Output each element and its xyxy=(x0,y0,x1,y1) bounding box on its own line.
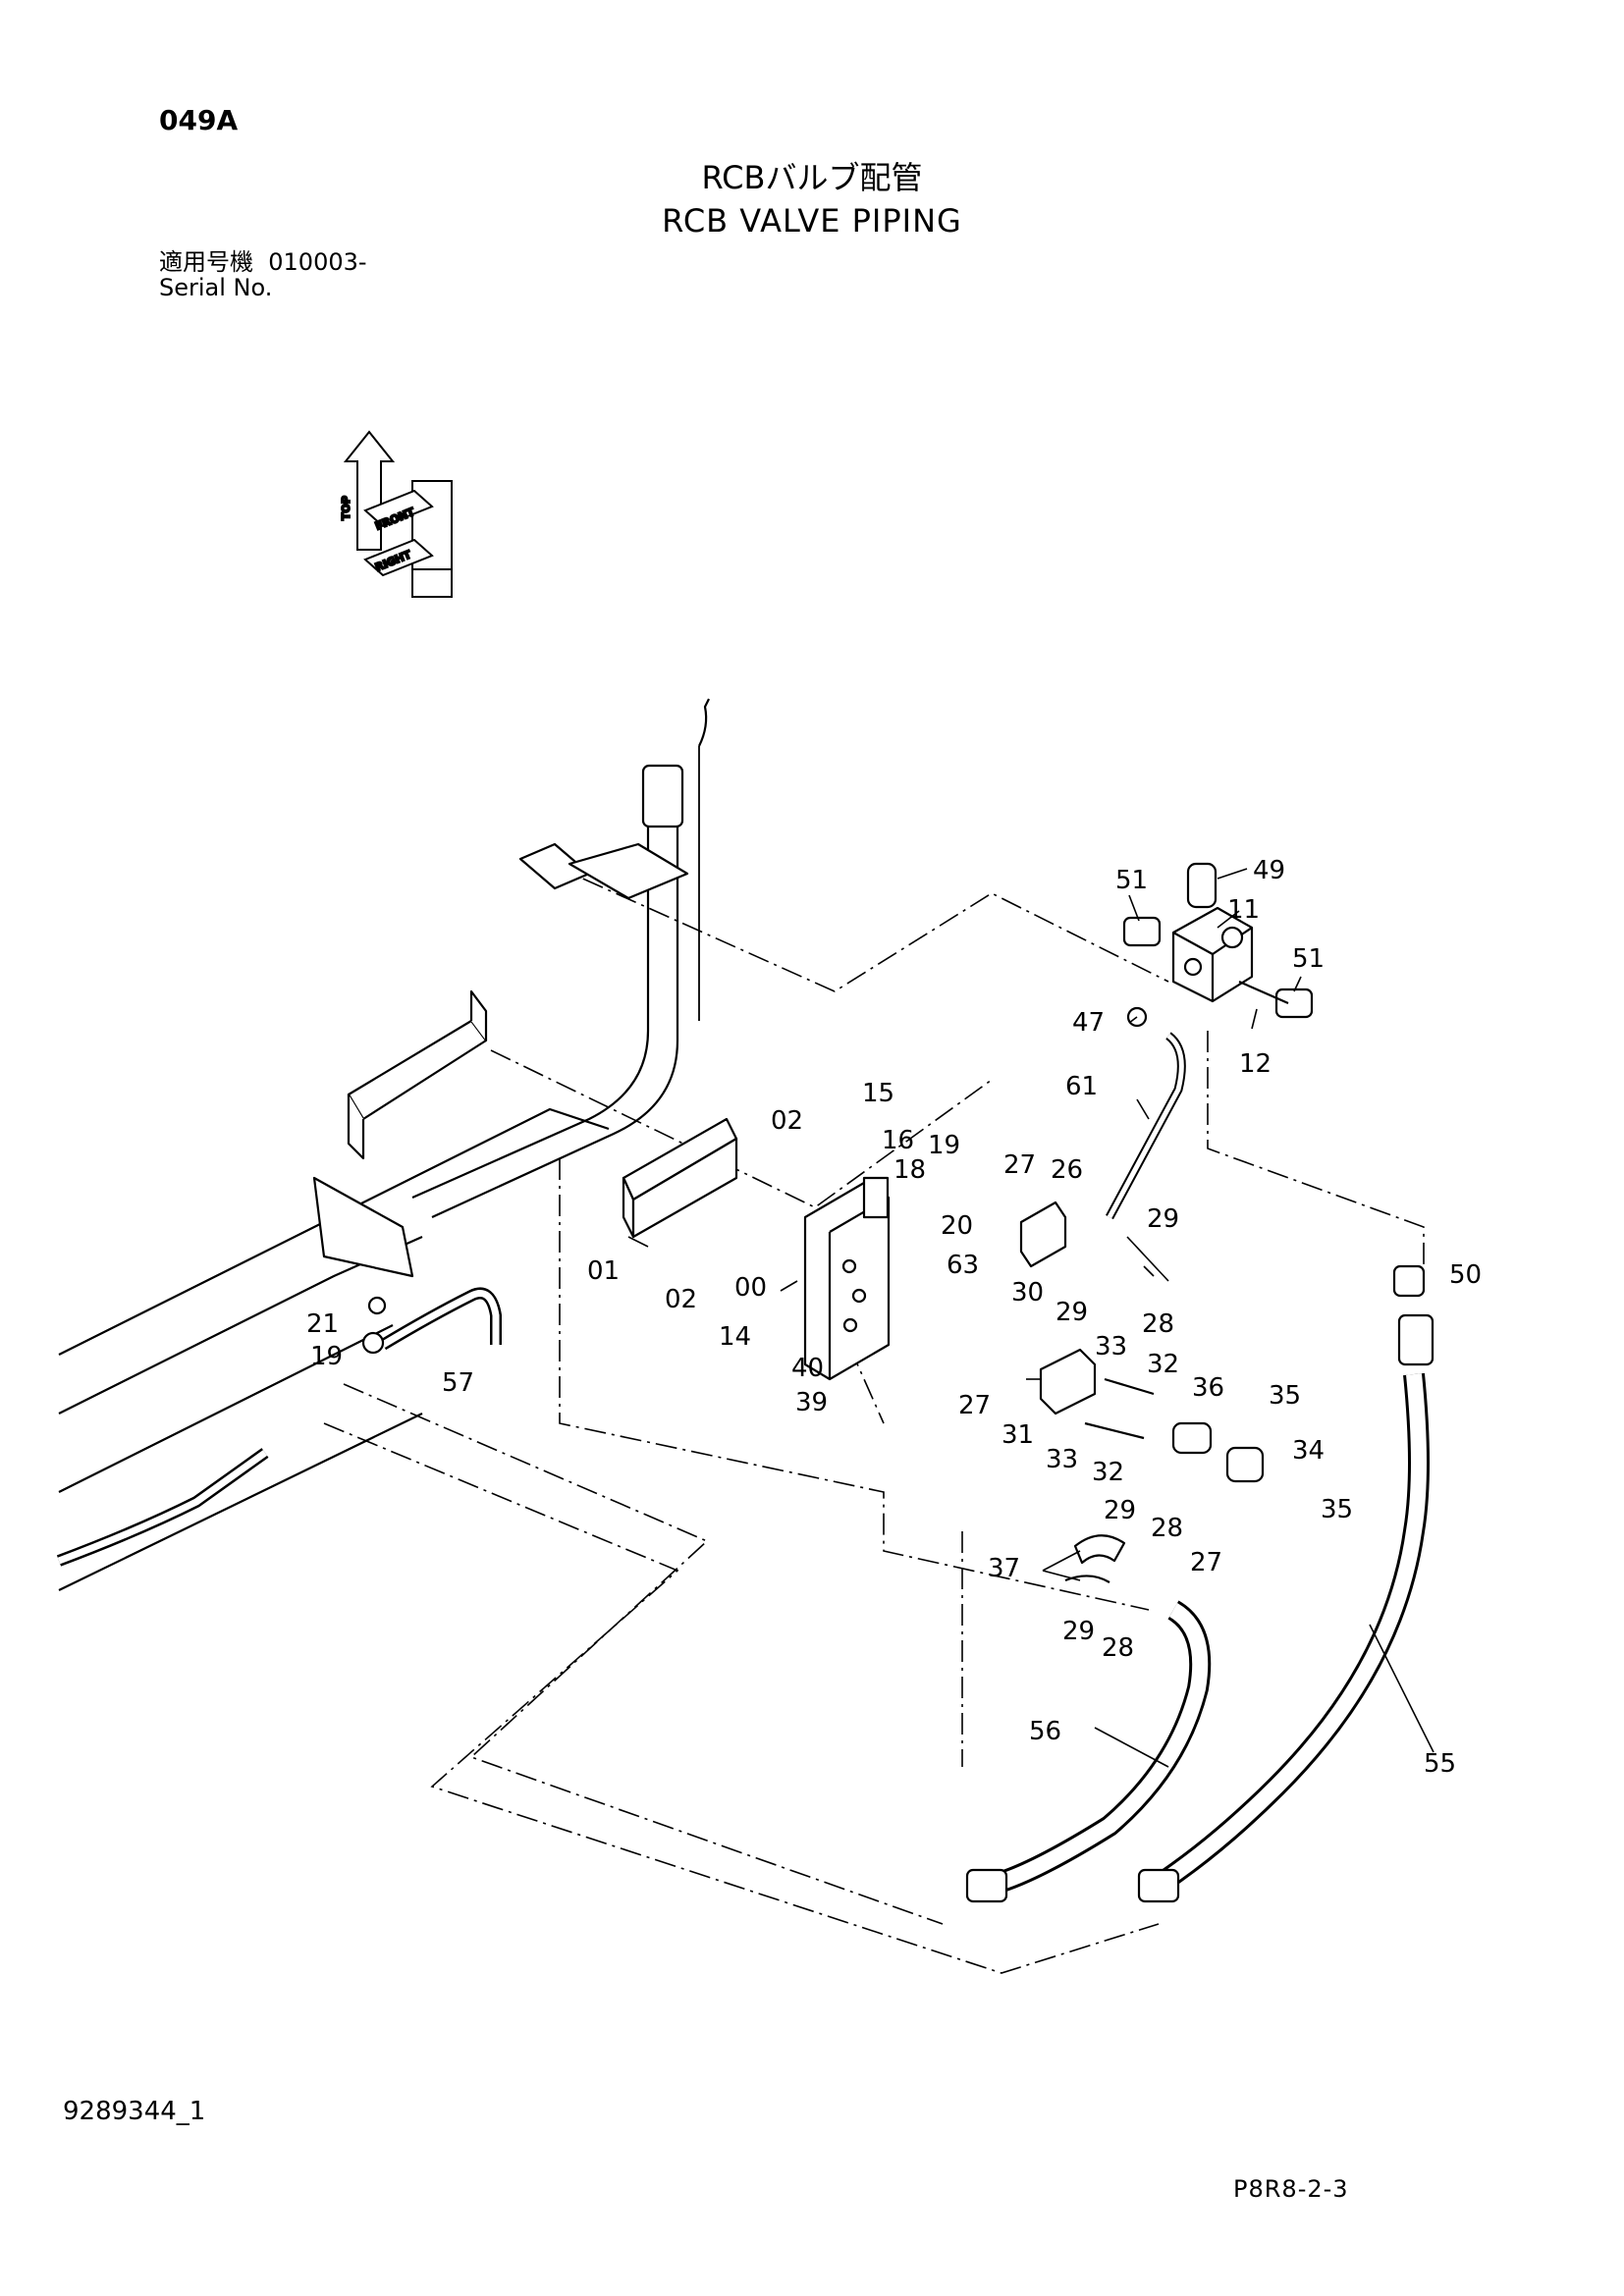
callout-55: 55 xyxy=(1424,1749,1456,1779)
callout-18: 18 xyxy=(893,1155,926,1185)
serial-number: 010003- xyxy=(268,248,367,276)
callout-57: 57 xyxy=(442,1368,474,1398)
callout-33: 33 xyxy=(1046,1445,1078,1474)
callout-29: 29 xyxy=(1056,1298,1088,1327)
callout-29: 29 xyxy=(1147,1204,1179,1234)
callout-15: 15 xyxy=(862,1079,894,1108)
orientation-top-label: TOP xyxy=(340,496,352,520)
callout-21: 21 xyxy=(306,1309,339,1339)
callout-27: 27 xyxy=(1003,1150,1036,1180)
callout-19: 19 xyxy=(928,1131,960,1160)
title-english: RCB VALVE PIPING xyxy=(662,202,962,240)
leader-lines xyxy=(627,868,1435,1768)
routing-lines xyxy=(323,863,1425,1974)
valve-assembly-linework xyxy=(56,698,1435,1903)
callout-00: 00 xyxy=(734,1273,767,1303)
callout-02: 02 xyxy=(771,1106,803,1136)
callout-16: 16 xyxy=(882,1126,914,1155)
callout-51: 51 xyxy=(1115,866,1148,895)
serial-info: 適用号機 010003- Serial No. xyxy=(159,249,367,300)
callout-19: 19 xyxy=(310,1342,343,1371)
callout-37: 37 xyxy=(988,1554,1020,1583)
callout-29: 29 xyxy=(1062,1617,1095,1646)
callout-labels: 49 51 11 51 47 12 61 15 02 16 19 18 27 2… xyxy=(306,856,1482,1779)
callout-28: 28 xyxy=(1142,1309,1174,1339)
callout-30: 30 xyxy=(1011,1278,1044,1308)
callout-27: 27 xyxy=(1190,1548,1222,1577)
callout-31: 31 xyxy=(1001,1420,1034,1450)
callout-02: 02 xyxy=(665,1285,697,1314)
callout-14: 14 xyxy=(719,1322,751,1352)
callout-34: 34 xyxy=(1292,1436,1325,1466)
callout-35: 35 xyxy=(1269,1381,1301,1411)
callout-56: 56 xyxy=(1029,1717,1061,1746)
callout-11: 11 xyxy=(1227,895,1260,925)
page-code: 049A xyxy=(159,104,239,136)
callout-29: 29 xyxy=(1104,1496,1136,1525)
callout-12: 12 xyxy=(1239,1049,1272,1079)
callout-35: 35 xyxy=(1321,1495,1353,1524)
callout-50: 50 xyxy=(1449,1260,1482,1290)
callout-33: 33 xyxy=(1095,1332,1127,1362)
orientation-symbol: TOP FRONT RIGHT xyxy=(339,430,453,598)
sheet-code: P8R8-2-3 xyxy=(1233,2175,1349,2203)
callout-32: 32 xyxy=(1092,1458,1124,1487)
title-japanese: RCBバルブ配管 xyxy=(701,159,923,196)
callout-26: 26 xyxy=(1051,1155,1083,1185)
callout-28: 28 xyxy=(1151,1514,1183,1543)
callout-01: 01 xyxy=(587,1256,620,1286)
callout-20: 20 xyxy=(941,1211,973,1241)
callout-51: 51 xyxy=(1292,944,1325,974)
serial-label-jp: 適用号機 xyxy=(159,248,253,276)
callout-32: 32 xyxy=(1147,1350,1179,1379)
callout-40: 40 xyxy=(791,1354,824,1383)
callout-63: 63 xyxy=(947,1251,979,1280)
document-id: 9289344_1 xyxy=(63,2097,206,2126)
callout-28: 28 xyxy=(1102,1633,1134,1663)
callout-61: 61 xyxy=(1065,1072,1098,1101)
serial-label-en: Serial No. xyxy=(159,274,273,301)
callout-36: 36 xyxy=(1192,1373,1224,1403)
serial-line-jp: 適用号機 010003- xyxy=(159,249,367,275)
callout-39: 39 xyxy=(795,1388,828,1417)
callout-47: 47 xyxy=(1072,1008,1105,1038)
callout-27: 27 xyxy=(958,1391,991,1420)
callout-49: 49 xyxy=(1253,856,1285,885)
